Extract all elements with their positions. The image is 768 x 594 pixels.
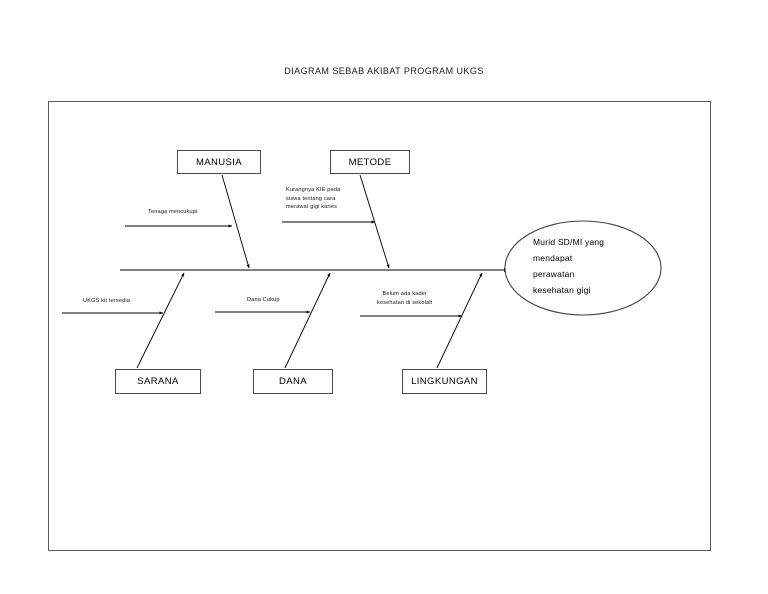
effect-label: Murid SD/MI yang mendapat perawatan kese…	[533, 237, 605, 295]
page-title: DIAGRAM SEBAB AKIBAT PROGRAM UKGS	[284, 66, 484, 76]
cause-label-ukgs-kit: UKGS kit tersedia	[83, 298, 131, 304]
cause-label-tenaga: Tenaga mencukupi	[148, 209, 198, 215]
category-box-lingkungan[interactable]: LINGKUNGAN	[402, 369, 487, 394]
category-box-manusia[interactable]: MANUSIA	[177, 150, 261, 174]
cause-label-dana-cukup: Dana Cukup	[247, 297, 280, 303]
cause-label-kader: Belum ada kader kesehatan di sekolah	[377, 291, 433, 306]
category-box-metode[interactable]: METODE	[330, 150, 410, 174]
category-box-dana[interactable]: DANA	[253, 369, 333, 394]
cause-label-kie: Kurangnya KIE pada siswa tentang cara me…	[286, 187, 341, 211]
category-box-sarana[interactable]: SARANA	[115, 369, 201, 394]
